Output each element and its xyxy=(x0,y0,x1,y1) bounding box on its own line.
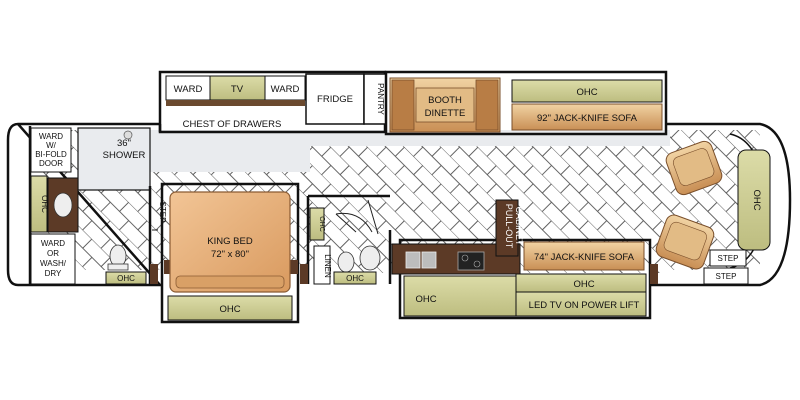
cooktop[interactable] xyxy=(457,251,485,271)
sink-basin-1[interactable] xyxy=(405,251,421,269)
top-slide-living: BOOTH DINETTE OHC 92" JACK-KNIFE SOFA xyxy=(384,70,668,136)
led-tv-label: LED TV ON POWER LIFT xyxy=(529,300,640,311)
bedroom: KING BED 72" x 80" OHC xyxy=(160,182,300,324)
ohc-galley-low[interactable] xyxy=(333,271,377,285)
bed-slide-outline xyxy=(160,182,300,324)
half-bath-toilet[interactable] xyxy=(337,251,355,273)
ohc-small-label: OHC xyxy=(318,216,325,232)
shower-36[interactable] xyxy=(77,127,151,191)
ward-wash-label-4: DRY xyxy=(45,269,62,278)
top-slide-wardrobe: WARD TV WARD CHEST OF DRAWERS xyxy=(158,70,387,134)
ward-wash-dry[interactable] xyxy=(30,233,76,285)
bath-door-swing[interactable] xyxy=(335,212,373,233)
linen-label: LINEN xyxy=(323,254,332,278)
nightstand-left xyxy=(164,260,174,274)
pullout-cabinet[interactable] xyxy=(495,199,519,257)
ohc-small[interactable] xyxy=(309,207,325,241)
ward-bifold[interactable] xyxy=(30,127,72,173)
ward-wash-label-3: WASH/ xyxy=(40,259,67,268)
sofa-74-label: 74" JACK-KNIFE SOFA xyxy=(534,252,635,263)
ward-left-label: WARD xyxy=(174,84,203,95)
ohc-slide-label: OHC xyxy=(573,279,594,290)
pullout-label-1: PULL-OUT xyxy=(504,204,514,249)
ward-bifold-label-3: BI-FOLD xyxy=(35,150,67,159)
half-bath-sink[interactable] xyxy=(359,245,381,271)
ohc-top[interactable] xyxy=(511,79,663,103)
ohc-bed-label: OHC xyxy=(219,304,240,315)
ohc-bath[interactable] xyxy=(105,271,147,285)
entry-step-1[interactable] xyxy=(709,249,747,267)
pantry-label: PANTRY xyxy=(376,83,385,115)
dinette-label: DINETTE xyxy=(425,108,466,119)
nightstand-right xyxy=(288,260,298,274)
bottom-slide-galley: PULL-OUT CABINET 74" JACK-KNIFE SOFA OHC… xyxy=(391,199,652,320)
king-bed[interactable] xyxy=(169,191,291,293)
led-tv-lift[interactable] xyxy=(515,291,647,317)
cockpit: OHC STEP STEP xyxy=(654,133,771,285)
ohc-galley-label: OHC xyxy=(415,294,436,305)
shower-label: SHOWER xyxy=(103,150,146,161)
wheel-well-rear xyxy=(150,264,158,284)
fridge-label: FRIDGE xyxy=(317,94,353,105)
ohc-top-label: OHC xyxy=(576,87,597,98)
half-bath: OHC LINEN OHC xyxy=(306,194,392,285)
ward-wash-label-1: WARD xyxy=(41,239,65,248)
ward-bifold-label-2: W/ xyxy=(46,141,57,150)
ohc-front-label: OHC xyxy=(751,189,762,210)
step-front-label-2: STEP xyxy=(716,272,737,281)
wheel-well-front xyxy=(650,264,658,284)
ward-right-label: WARD xyxy=(271,84,300,95)
rear-bath: WARD W/ BI-FOLD DOOR 36" SHOWER OHC WARD… xyxy=(28,126,158,285)
ohc-bed[interactable] xyxy=(167,295,293,321)
entry-step-2[interactable] xyxy=(703,267,749,285)
main-body-outline xyxy=(6,122,792,287)
ward-wash-label-2: OR xyxy=(47,249,59,258)
ohc-front[interactable] xyxy=(737,149,771,251)
ohc-galley-low-label: OHC xyxy=(346,274,364,283)
fridge[interactable] xyxy=(305,73,365,125)
step-front-label-1: STEP xyxy=(718,254,739,263)
ohc-vanity-label: OHC xyxy=(40,195,49,213)
captain-chair-passenger[interactable] xyxy=(654,213,716,271)
king-bed-label: KING BED xyxy=(207,236,253,247)
booth-label: BOOTH xyxy=(428,95,462,106)
chest-of-drawers-label: CHEST OF DRAWERS xyxy=(183,119,282,130)
ward-bifold-label-4: DOOR xyxy=(39,159,63,168)
pullout-label-2: CABINET xyxy=(514,206,524,246)
shower-size-label: 36" xyxy=(117,138,131,149)
sofa-92-label: 92" JACK-KNIFE SOFA xyxy=(537,113,638,124)
linen-cabinet[interactable] xyxy=(313,245,331,285)
ward-bifold-label-1: WARD xyxy=(39,132,63,141)
ward-cabinet-right xyxy=(264,75,306,101)
fridge-pantry: FRIDGE PANTRY xyxy=(305,73,387,125)
jack-knife-sofa-92[interactable] xyxy=(511,103,663,131)
ohc-vanity[interactable] xyxy=(30,175,48,233)
ohc-bath-label: OHC xyxy=(117,274,135,283)
jack-knife-sofa-74[interactable] xyxy=(523,241,645,271)
tv-label: TV xyxy=(231,84,244,95)
wheel-well-mid xyxy=(300,264,308,284)
captain-chair-driver[interactable] xyxy=(664,139,724,197)
sink-basin-2[interactable] xyxy=(421,251,437,269)
bed-size-label: 72" x 80" xyxy=(211,249,249,260)
